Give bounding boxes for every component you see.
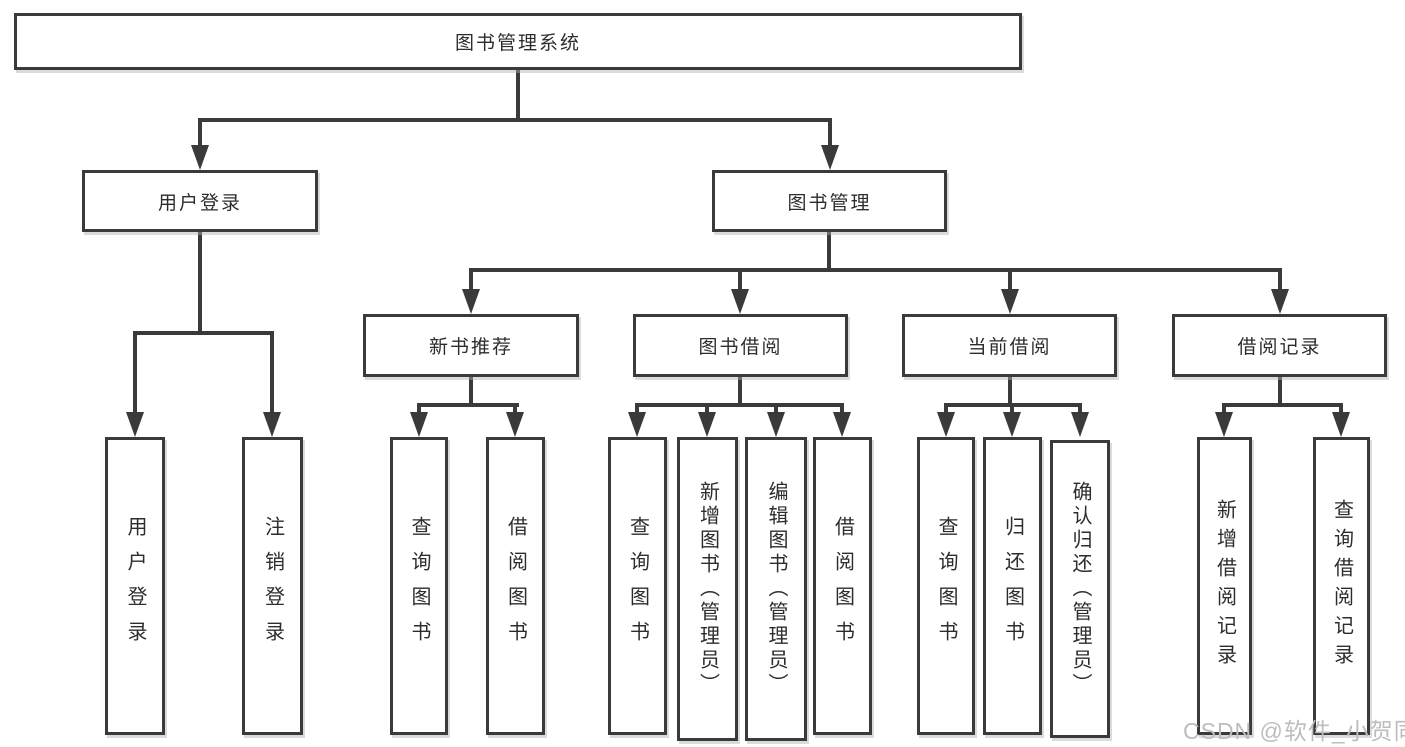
node-book-borrow: 图书借阅 (633, 314, 848, 377)
arrow-down-icon (462, 289, 480, 314)
leaf-borrow-books-1: 借阅图书 (486, 437, 545, 735)
arrow-down-icon (698, 412, 716, 437)
leaf-label: 归还图书 (1001, 516, 1024, 656)
arrow-down-icon (1071, 412, 1089, 437)
connector-drop (1078, 403, 1082, 419)
leaf-add-borrow-record: 新增借阅记录 (1197, 437, 1252, 735)
connector-drop (705, 403, 709, 419)
arrow-down-icon (506, 412, 524, 437)
arrow-down-icon (191, 145, 209, 170)
leaf-query-borrow-record: 查询借阅记录 (1313, 437, 1370, 735)
connector-drop (270, 331, 274, 416)
arrow-down-icon (410, 412, 428, 437)
leaf-borrow-books-2: 借阅图书 (813, 437, 872, 735)
connector-newbooks-stem (469, 377, 473, 407)
connector-drop (635, 403, 639, 419)
arrow-down-icon (1001, 289, 1019, 314)
connector-userlogin-stem (198, 232, 202, 335)
leaf-logout: 注销登录 (242, 437, 303, 735)
connector-current-stem (1008, 377, 1012, 407)
leaf-label: 借阅图书 (831, 516, 854, 656)
connector-newbooks-rail (417, 403, 519, 407)
connector-drop (1278, 268, 1282, 294)
leaf-label: 查询借阅记录 (1330, 499, 1353, 673)
leaf-label: 用户登录 (124, 516, 146, 656)
arrow-down-icon (1215, 412, 1233, 437)
node-current-borrow: 当前借阅 (902, 314, 1117, 377)
connector-drop (198, 118, 202, 148)
leaf-label: 新增图书（管理员） (696, 481, 719, 697)
leaf-return-books: 归还图书 (983, 437, 1042, 735)
arrow-down-icon (821, 145, 839, 170)
leaf-label: 编辑图书（管理员） (765, 481, 787, 697)
leaf-user-login: 用户登录 (105, 437, 165, 735)
leaf-label: 查询图书 (935, 516, 957, 656)
csdn-watermark: CSDN @软件_小贺同学 (1183, 718, 1405, 744)
node-new-book-recommend: 新书推荐 (363, 314, 579, 377)
leaf-edit-books-admin: 编辑图书（管理员） (745, 437, 807, 741)
connector-drop (1008, 268, 1012, 294)
connector-borrow-stem (738, 377, 742, 407)
leaf-label: 查询图书 (408, 516, 430, 656)
connector-drop (944, 403, 948, 419)
arrow-down-icon (126, 412, 144, 437)
arrow-down-icon (1332, 412, 1350, 437)
node-root-system: 图书管理系统 (14, 13, 1022, 70)
connector-drop (738, 268, 742, 294)
leaf-query-books-3: 查询图书 (917, 437, 975, 735)
connector-drop (840, 403, 844, 419)
leaf-label: 注销登录 (261, 516, 284, 656)
connector-drop (513, 403, 517, 419)
connector-drop (1010, 403, 1014, 419)
arrow-down-icon (767, 412, 785, 437)
leaf-label: 借阅图书 (504, 516, 527, 656)
connector-level2-rail (198, 118, 832, 122)
leaf-confirm-return-admin: 确认归还（管理员） (1050, 440, 1110, 738)
connector-drop (417, 403, 421, 419)
connector-borrow-rail (635, 403, 844, 407)
arrow-down-icon (731, 289, 749, 314)
arrow-down-icon (937, 412, 955, 437)
connector-root-stem (516, 70, 520, 120)
connector-drop (828, 118, 832, 148)
node-user-login: 用户登录 (82, 170, 318, 232)
node-book-management: 图书管理 (712, 170, 947, 232)
connector-drop (469, 268, 473, 294)
arrow-down-icon (833, 412, 851, 437)
leaf-query-books-1: 查询图书 (390, 437, 448, 735)
connector-drop (1339, 403, 1343, 419)
connector-drop (133, 331, 137, 416)
leaf-label: 确认归还（管理员） (1069, 481, 1091, 697)
leaf-label: 查询图书 (626, 516, 649, 656)
arrow-down-icon (628, 412, 646, 437)
connector-level3-rail (469, 268, 1282, 272)
connector-bookmgmt-stem (827, 232, 831, 272)
arrow-down-icon (1003, 412, 1021, 437)
connector-records-rail (1222, 403, 1343, 407)
connector-records-stem (1278, 377, 1282, 407)
connector-drop (1222, 403, 1226, 419)
arrow-down-icon (1271, 289, 1289, 314)
arrow-down-icon (263, 412, 281, 437)
connector-drop (774, 403, 778, 419)
node-borrow-records: 借阅记录 (1172, 314, 1387, 377)
connector-userlogin-rail (133, 331, 274, 335)
leaf-label: 新增借阅记录 (1213, 499, 1236, 673)
leaf-query-books-2: 查询图书 (608, 437, 667, 735)
leaf-add-books-admin: 新增图书（管理员） (677, 437, 738, 741)
